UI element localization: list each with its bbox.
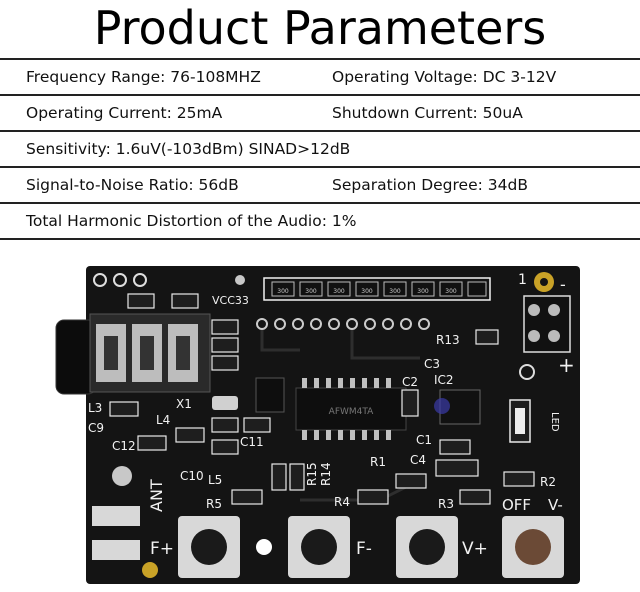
label-led: LED: [549, 412, 560, 432]
label-ic2: IC2: [434, 373, 454, 387]
parameter-sensitivity: Sensitivity: 1.6uV(-103dBm) SINAD>12dB: [26, 140, 351, 158]
label-minus: -: [560, 275, 566, 294]
label-off: OFF: [502, 496, 531, 514]
parameter-row: Operating Current: 25mA Shutdown Current…: [0, 96, 640, 132]
small-ic: [255, 377, 285, 413]
parameter-row: Frequency Range: 76-108MHZ Operating Vol…: [0, 58, 640, 96]
fm-radio-board-photo: 300 300 300 300 300 300 300: [0, 240, 640, 588]
label-v-minus: V-: [548, 496, 563, 514]
label-r13: R13: [436, 333, 460, 347]
label-r15: R15: [305, 462, 319, 486]
resistor-code: 300: [389, 288, 401, 295]
parameters-table: Frequency Range: 76-108MHZ Operating Vol…: [0, 58, 640, 240]
parameter-snr: Signal-to-Noise Ratio: 56dB: [26, 176, 239, 194]
label-v-plus: V+: [462, 539, 488, 559]
label-l3: L3: [88, 401, 102, 415]
chip-marking: AFWM4TA: [329, 407, 375, 417]
crystal-x1: [212, 396, 238, 410]
label-c4: C4: [410, 453, 426, 467]
main-ic-chip: AFWM4TA: [295, 378, 407, 440]
label-r4: R4: [334, 495, 350, 509]
resistor-code: 300: [305, 288, 317, 295]
resistor-code: 300: [417, 288, 429, 295]
label-plus: +: [558, 353, 575, 377]
label-r2: R2: [540, 475, 556, 489]
label-c9: C9: [88, 421, 104, 435]
button-v-plus: [396, 516, 458, 578]
label-x1: X1: [176, 397, 192, 411]
label-f-plus: F+: [150, 539, 174, 559]
resistor-code: 300: [277, 288, 289, 295]
resistor-row: 300 300 300 300 300 300 300: [263, 277, 491, 301]
label-r3: R3: [438, 497, 454, 511]
parameter-frequency-range: Frequency Range: 76-108MHZ: [26, 68, 261, 86]
label-c12: C12: [112, 439, 136, 453]
label-pin-1: 1: [518, 272, 527, 288]
label-f-minus: F-: [356, 539, 372, 559]
label-vcc33: VCC33: [212, 294, 249, 307]
button-f-minus: [288, 516, 350, 578]
page-title: Product Parameters: [93, 1, 547, 55]
label-c10: C10: [180, 469, 204, 483]
parameter-shutdown-current: Shutdown Current: 50uA: [332, 104, 523, 122]
resistor-code: 300: [445, 288, 457, 295]
button-v-minus: [502, 516, 564, 578]
antenna-pad: [92, 506, 140, 526]
parameter-row: Total Harmonic Distortion of the Audio: …: [0, 204, 640, 240]
parameter-operating-voltage: Operating Voltage: DC 3-12V: [332, 68, 557, 86]
parameter-thd: Total Harmonic Distortion of the Audio: …: [26, 212, 357, 230]
label-l5: L5: [208, 473, 222, 487]
headphone-jack: [55, 313, 211, 395]
power-connector: [519, 272, 571, 380]
pin-header-row: [256, 318, 430, 330]
button-f-plus: [178, 516, 240, 578]
resistor-code: 300: [361, 288, 373, 295]
label-r1: R1: [370, 455, 386, 469]
parameter-row: Sensitivity: 1.6uV(-103dBm) SINAD>12dB: [0, 132, 640, 168]
parameter-row: Signal-to-Noise Ratio: 56dB Separation D…: [0, 168, 640, 204]
label-r5: R5: [206, 497, 222, 511]
antenna-pad: [92, 540, 140, 560]
smd-components: [109, 293, 535, 505]
label-c2: C2: [402, 375, 418, 389]
label-c11: C11: [240, 435, 264, 449]
label-l4: L4: [156, 413, 170, 427]
parameter-operating-current: Operating Current: 25mA: [26, 104, 223, 122]
label-r14: R14: [319, 462, 333, 486]
resistor-code: 300: [333, 288, 345, 295]
label-ant: ANT: [147, 479, 166, 512]
parameter-separation-degree: Separation Degree: 34dB: [332, 176, 528, 194]
pcb-illustration: 300 300 300 300 300 300 300: [55, 266, 580, 584]
label-c3: C3: [424, 357, 440, 371]
label-c1: C1: [416, 433, 432, 447]
